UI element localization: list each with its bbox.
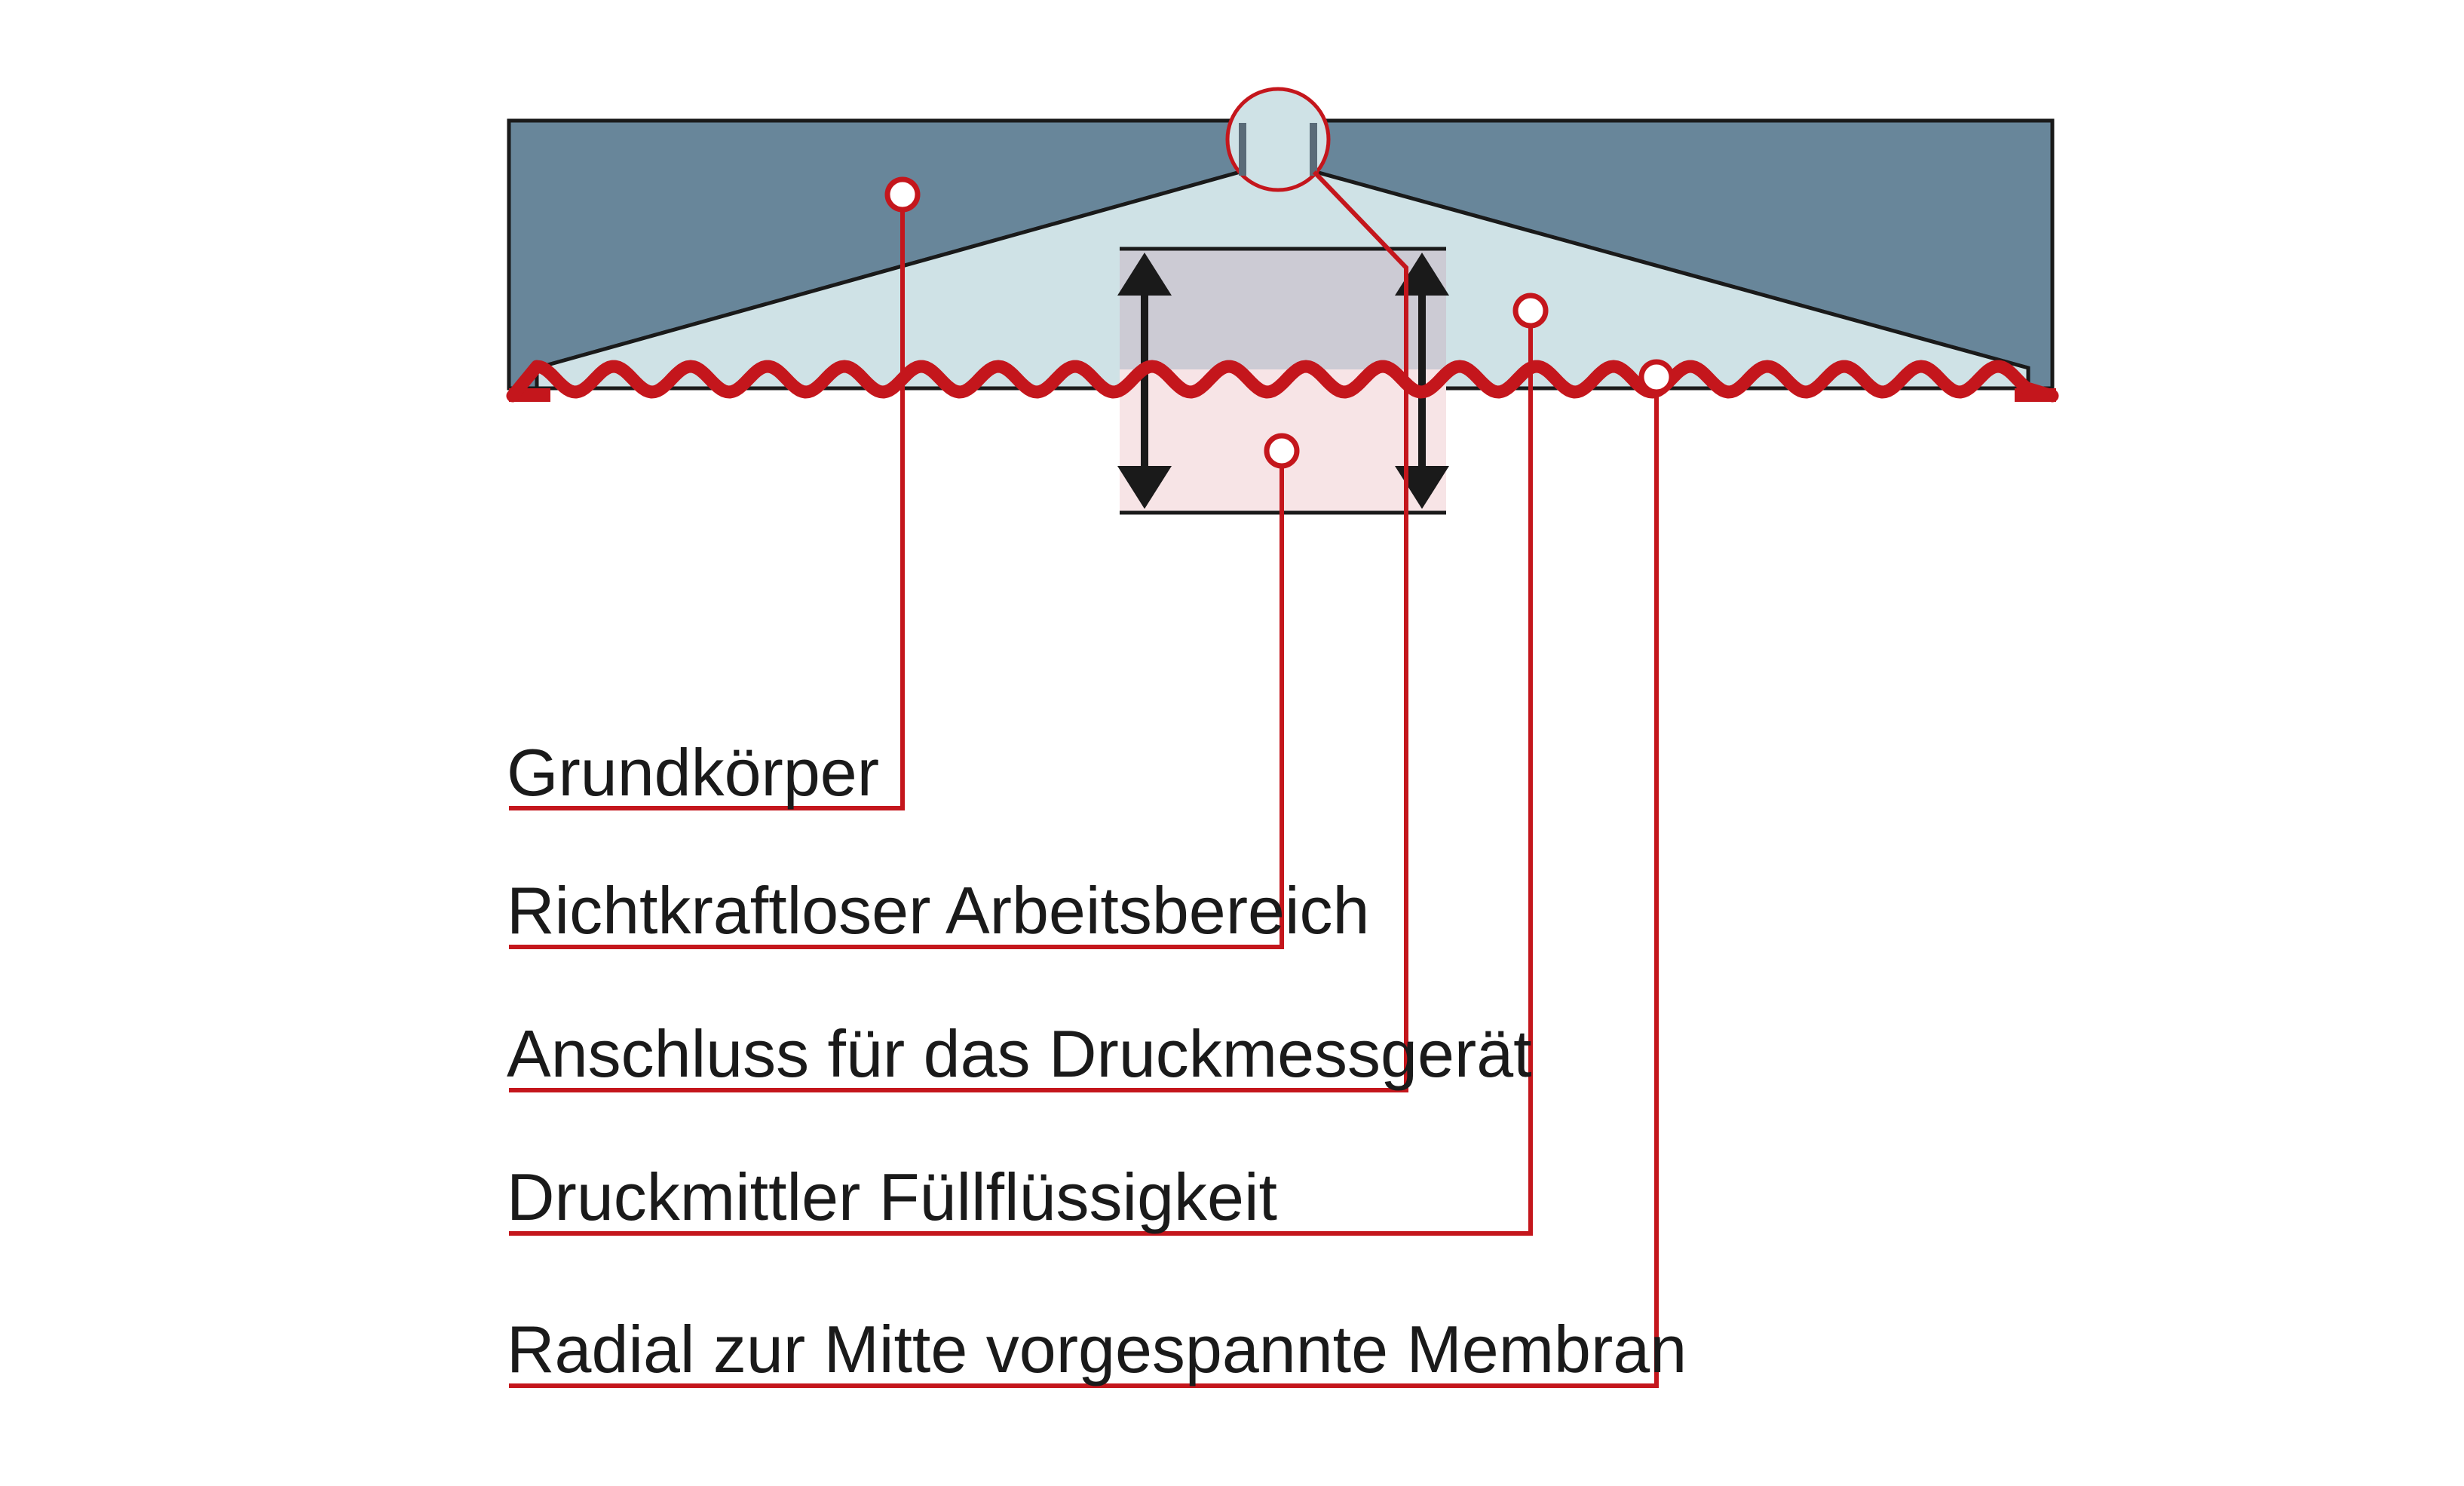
- pressure-gauge-connection: [1225, 87, 1331, 192]
- membrane-wave: [506, 360, 2059, 403]
- leader-dot-5: [1638, 359, 1675, 395]
- leader-line-1: [509, 195, 905, 810]
- label-grundkoerper: Grundkörper: [507, 735, 879, 810]
- range-arrow-left: [1117, 253, 1172, 509]
- leader-line-4: [509, 311, 1533, 1236]
- leader-dot-2: [1264, 433, 1300, 469]
- label-anschluss: Anschluss für das Druckmessgerät: [507, 1016, 1532, 1091]
- label-arbeitsbereich: Richtkraftloser Arbeitsbereich: [507, 873, 1369, 948]
- label-membran: Radial zur Mitte vorgespannte Membran: [507, 1312, 1687, 1386]
- leader-dot-4: [1512, 293, 1549, 329]
- leader-line-3: [509, 170, 1408, 1092]
- label-fuellfluessigkeit: Druckmittler Füllflüssigkeit: [507, 1160, 1277, 1234]
- leader-line-2: [509, 452, 1284, 949]
- leader-line-5: [509, 377, 1659, 1388]
- leader-dot-1: [884, 176, 921, 213]
- work-range-upper: [1120, 249, 1446, 369]
